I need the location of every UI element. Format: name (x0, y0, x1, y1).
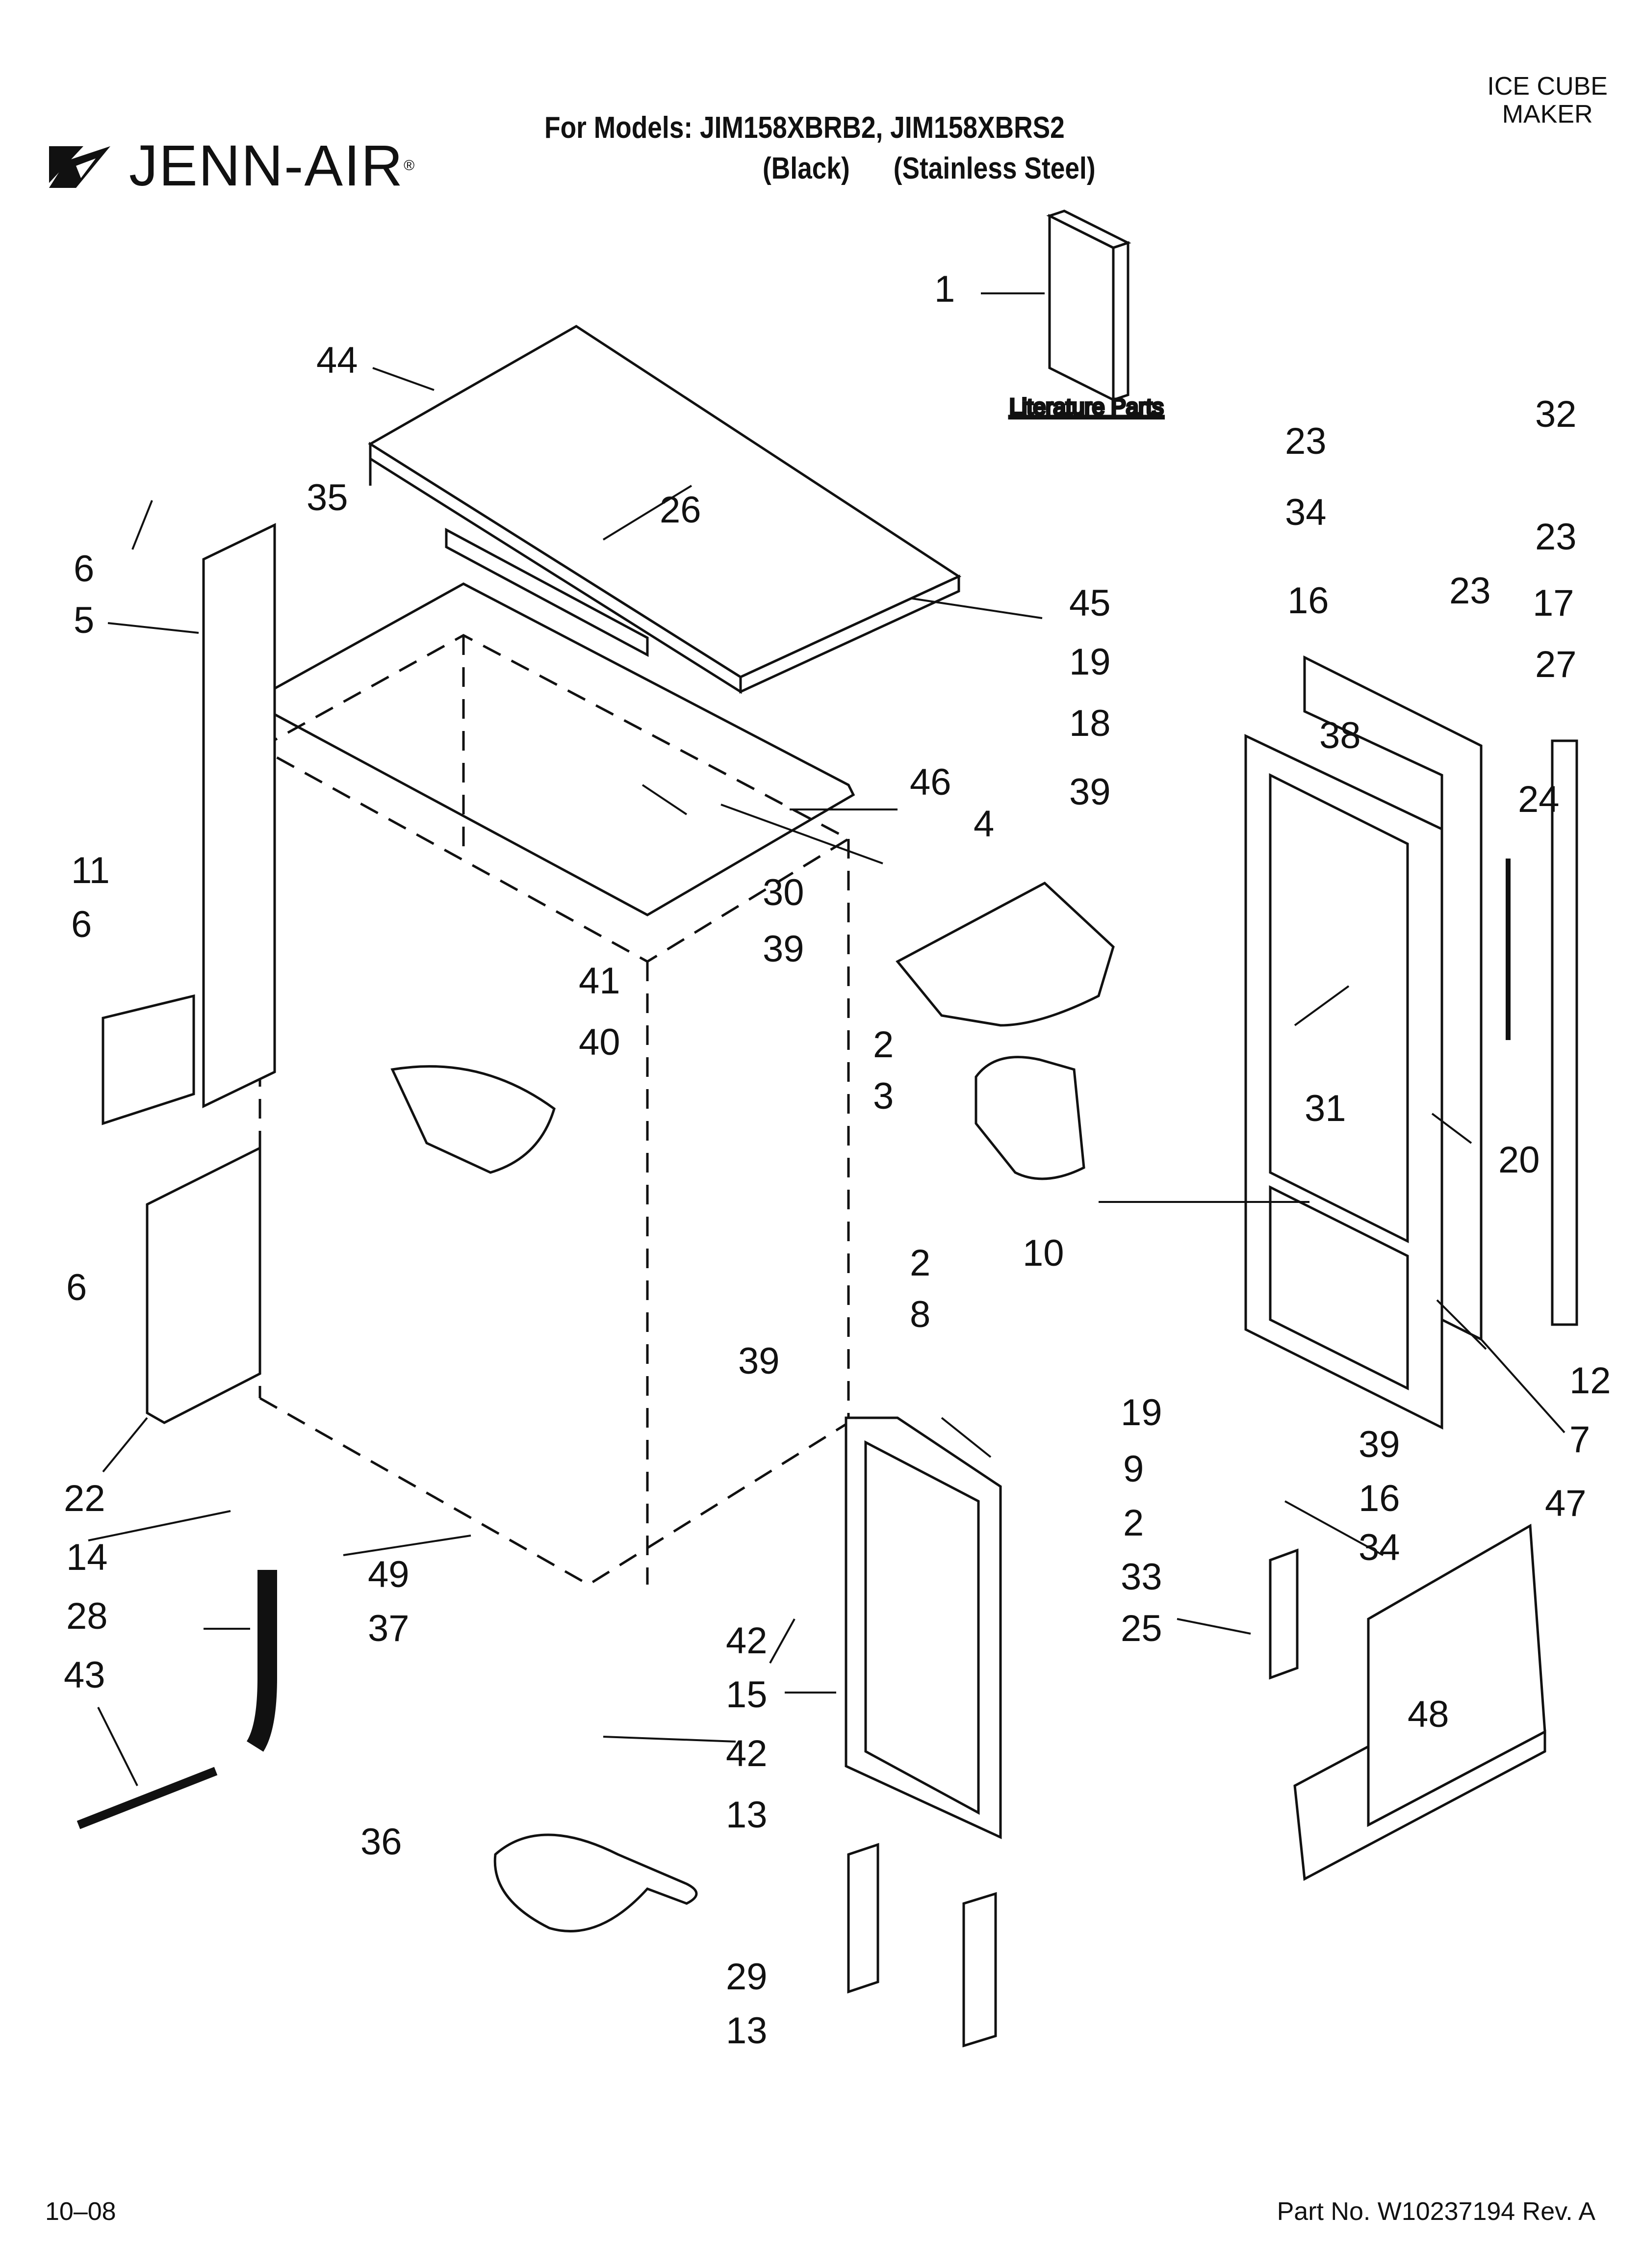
door-frame (1303, 655, 1483, 1342)
callout-13-b: 13 (726, 2010, 768, 2052)
callout-23-c: 23 (1449, 570, 1491, 612)
footer-date: 10–08 (45, 2197, 116, 2226)
callout-27: 27 (1535, 644, 1577, 685)
callout-16-a: 16 (1359, 1478, 1400, 1519)
kickplate-grille (1293, 1523, 1546, 1881)
callout-39-d: 39 (1069, 771, 1111, 813)
callout-6-a: 6 (74, 548, 94, 590)
cable-tie (77, 1767, 218, 1829)
hinge-bracket (102, 994, 195, 1125)
callout-23-a: 23 (1285, 420, 1327, 462)
callout-7: 7 (1569, 1419, 1590, 1460)
callout-11: 11 (71, 850, 110, 891)
variant-black: (Black) (763, 152, 850, 185)
callout-48: 48 (1408, 1694, 1449, 1735)
callout-29: 29 (726, 1956, 768, 1998)
callout-10: 10 (1023, 1232, 1064, 1274)
callout-8: 8 (910, 1294, 930, 1335)
door-gasket (1551, 739, 1578, 1326)
callout-2-a: 2 (873, 1024, 894, 1066)
callout-31: 31 (1305, 1088, 1346, 1129)
document-type: ICE CUBE MAKER (1487, 72, 1608, 129)
callout-13-a: 13 (726, 1794, 768, 1836)
footer-part-number: Part No. W10237194 Rev. A (1277, 2197, 1595, 2226)
callout-37: 37 (368, 1608, 410, 1649)
callout-39-b: 39 (738, 1340, 780, 1382)
callout-19-b: 19 (1069, 641, 1111, 683)
callout-33: 33 (1121, 1556, 1162, 1598)
callout-24: 24 (1518, 779, 1560, 820)
callout-42-b: 42 (726, 1733, 768, 1774)
gasket-frame (845, 1416, 1002, 1839)
callout-44: 44 (316, 339, 358, 381)
callout-49: 49 (368, 1554, 410, 1595)
callout-39-c: 39 (1359, 1424, 1400, 1465)
callout-19-a: 19 (1121, 1392, 1162, 1434)
door-assembly (1244, 734, 1443, 1430)
trim-strip-lower (962, 1892, 997, 2048)
trim-strip-upper (847, 1843, 879, 1994)
callout-2-b: 2 (910, 1242, 930, 1284)
ice-scoop (493, 1833, 698, 1932)
light-housing (975, 1056, 1085, 1180)
brand-logo: JENN-AIR ® (47, 136, 414, 195)
callout-42-a: 42 (726, 1620, 768, 1662)
model-variants: (Black) (Stainless Steel) (763, 151, 1096, 186)
doc-type-line2: MAKER (1502, 100, 1593, 129)
drain-tube (246, 1570, 277, 1752)
callout-47: 47 (1545, 1483, 1587, 1524)
callout-45: 45 (1069, 582, 1111, 624)
callout-9: 9 (1123, 1448, 1144, 1490)
callout-32: 32 (1535, 393, 1577, 435)
callout-20: 20 (1498, 1139, 1540, 1181)
callout-28: 28 (66, 1595, 108, 1637)
callout-34-a: 34 (1359, 1527, 1400, 1568)
callout-43: 43 (64, 1654, 105, 1696)
callout-3: 3 (873, 1075, 894, 1117)
callout-23-b: 23 (1535, 516, 1577, 558)
models-title: For Models: JIM158XBRB2, JIM158XBRS2 (544, 111, 1065, 145)
door-bracket (1269, 1548, 1299, 1680)
top-bracket (445, 527, 649, 657)
brand-name: JENN-AIR (129, 133, 404, 198)
callouts (88, 292, 1565, 1786)
callout-39-a: 39 (763, 928, 804, 970)
callout-15: 15 (726, 1674, 768, 1716)
variant-stainless: (Stainless Steel) (893, 152, 1096, 185)
callout-1: 1 (934, 268, 955, 310)
literature-parts-label: Literature Parts (1009, 394, 1163, 419)
callout-4: 4 (974, 803, 994, 845)
callout-16-b: 16 (1287, 580, 1329, 622)
callout-17: 17 (1533, 582, 1574, 624)
callout-26: 26 (660, 489, 701, 531)
registered-mark: ® (404, 157, 415, 174)
callout-25: 25 (1121, 1608, 1162, 1649)
ice-bin (896, 881, 1115, 1027)
callout-30: 30 (763, 872, 804, 913)
callout-35: 35 (307, 477, 348, 519)
callout-18: 18 (1069, 703, 1111, 744)
callout-36: 36 (360, 1821, 402, 1863)
air-duct (390, 1065, 556, 1174)
callout-34-b: 34 (1285, 492, 1327, 533)
callout-22: 22 (64, 1478, 105, 1519)
callout-2-c: 2 (1123, 1502, 1144, 1544)
callout-5: 5 (74, 600, 94, 641)
callout-40: 40 (579, 1021, 620, 1063)
callout-14: 14 (66, 1537, 108, 1578)
callout-38: 38 (1319, 715, 1361, 756)
callout-6-c: 6 (66, 1267, 87, 1308)
jenn-air-logo-icon (49, 146, 110, 188)
callout-12: 12 (1569, 1360, 1611, 1402)
literature-booklet (1046, 209, 1131, 402)
callout-41: 41 (579, 960, 620, 1002)
callout-6-b: 6 (71, 904, 92, 945)
left-lower-panel (146, 1146, 261, 1424)
left-side-panel (202, 523, 276, 1108)
doc-type-line1: ICE CUBE (1487, 72, 1608, 101)
callout-46: 46 (910, 761, 951, 803)
